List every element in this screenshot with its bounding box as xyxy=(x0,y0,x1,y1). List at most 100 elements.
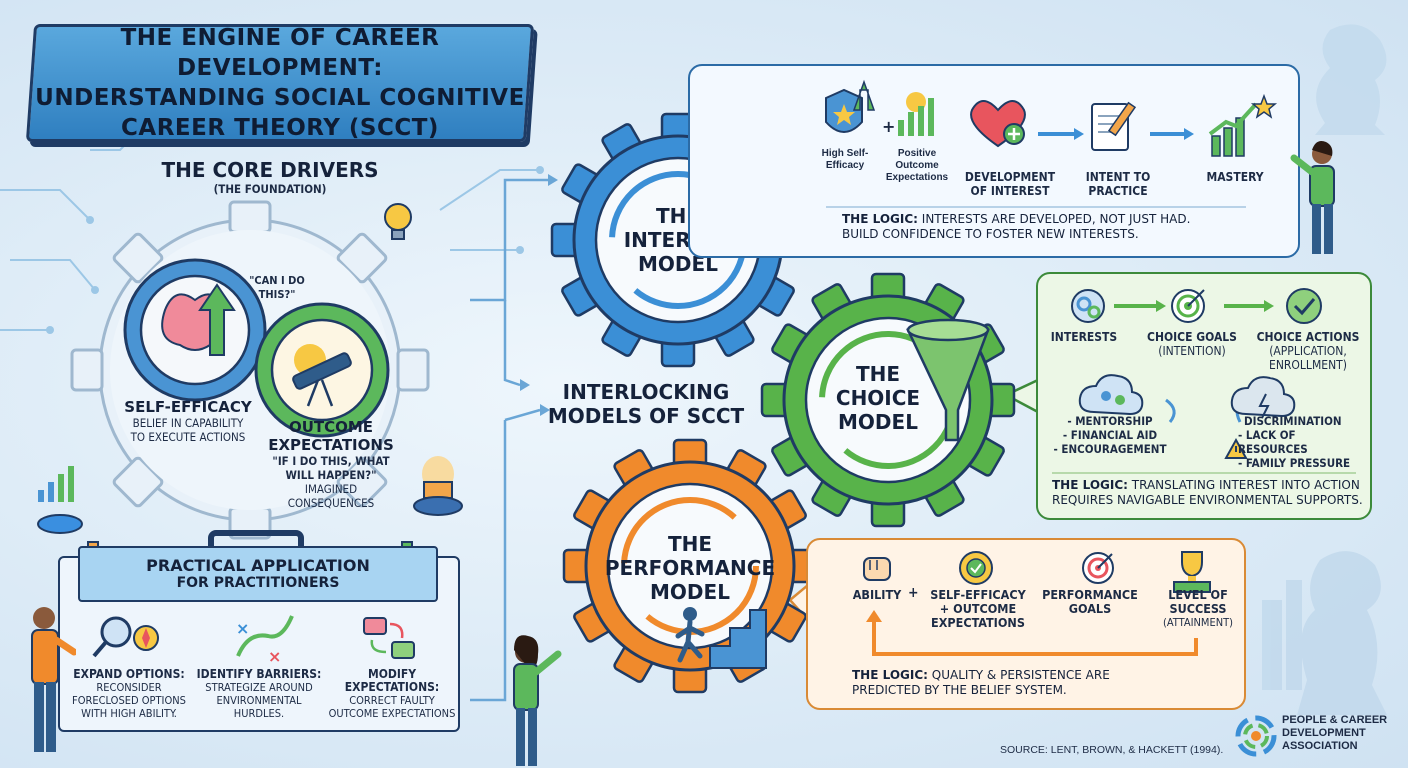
outcome-expectations-block: OUTCOME EXPECTATIONS "IF I DO THIS, WHAT… xyxy=(256,418,406,510)
practical-item-line: WITH HIGH ABILITY. xyxy=(81,707,177,720)
practical-item-line: FORECLOSED OPTIONS xyxy=(72,694,186,707)
label-line: PERFORMANCE xyxy=(1042,587,1138,602)
practical-subtitle: FOR PRACTITIONERS xyxy=(176,575,340,591)
interests-label: INTERESTS xyxy=(1050,330,1118,344)
page-title: THE ENGINE OF CAREER DEVELOPMENT: UNDERS… xyxy=(33,23,527,143)
heart-plus-icon xyxy=(970,100,1026,148)
performance-flow-icons xyxy=(863,551,1211,656)
curved-arrow-icon xyxy=(1165,398,1176,423)
fist-icon xyxy=(863,557,891,581)
level-of-success-label: LEVEL OF SUCCESS (ATTAINMENT) xyxy=(1148,588,1248,630)
practical-item-title: EXPAND OPTIONS: xyxy=(73,667,185,681)
practical-item-line: ENVIRONMENTAL xyxy=(216,694,302,707)
feedback-loop-arrow xyxy=(872,620,1198,656)
self-efficacy-desc: TO EXECUTE ACTIONS xyxy=(130,430,246,444)
outcome-expectations-gear-icon xyxy=(254,302,390,438)
toolbox-handle xyxy=(208,530,304,554)
center-label-line: MODELS OF SCCT xyxy=(547,404,745,428)
barriers-list: DISCRIMINATION - LACK OF RESOURCES - FAM… xyxy=(1238,414,1368,470)
practical-item-modify: MODIFY EXPECTATIONS: CORRECT FAULTY OUTC… xyxy=(326,668,458,721)
label-line: (ATTAINMENT) xyxy=(1163,616,1233,629)
target-icon xyxy=(1171,289,1205,323)
interest-logic: THE LOGIC: INTERESTS ARE DEVELOPED, NOT … xyxy=(842,212,1262,242)
interest-model-panel xyxy=(688,64,1300,258)
self-efficacy-block: SELF-EFFICACY BELIEF IN CAPABILITY TO EX… xyxy=(108,398,268,444)
core-drivers-gear xyxy=(70,200,430,540)
label-line: (APPLICATION, xyxy=(1269,344,1347,358)
performance-gear-label: THE PERFORMANCE MODEL xyxy=(600,532,780,604)
self-efficacy-label: SELF-EFFICACY xyxy=(124,398,252,416)
choice-goals-label: CHOICE GOALS (INTENTION) xyxy=(1136,330,1248,358)
logic-label: THE LOGIC: xyxy=(842,212,918,226)
mentorship-cloud-icon xyxy=(1078,374,1144,416)
choice-flow-icons xyxy=(1071,288,1322,459)
practitioner-figure-center xyxy=(513,635,562,766)
practical-item-line: OUTCOME EXPECTATIONS xyxy=(328,707,456,720)
practical-item-expand: EXPAND OPTIONS: RECONSIDER FORECLOSED OP… xyxy=(66,667,192,721)
barrier-item: - FAMILY PRESSURE xyxy=(1238,456,1351,470)
arrow-icon xyxy=(1224,300,1274,312)
label-line: LEVEL OF xyxy=(1168,587,1228,602)
logic-label: THE LOGIC: xyxy=(1052,478,1128,492)
high-self-efficacy-label: High Self-Efficacy xyxy=(821,148,869,171)
merlion-bottom-silhouette xyxy=(1262,551,1387,715)
bar-chart-pedestal-icon xyxy=(37,466,83,534)
path-barriers-icon: × × xyxy=(236,615,294,666)
self-efficacy-quote: "CAN I DO THIS?" xyxy=(249,274,305,301)
center-label: INTERLOCKING MODELS OF SCCT xyxy=(536,380,756,428)
ability-label: ABILITY xyxy=(852,587,902,602)
association-name: PEOPLE & CAREER DEVELOPMENT ASSOCIATION xyxy=(1282,714,1402,753)
feedback-arrowhead xyxy=(866,610,882,622)
circuit-lines xyxy=(0,129,540,331)
logic-text: TRANSLATING INTEREST INTO ACTION xyxy=(1131,478,1360,492)
choice-logic: THE LOGIC: TRANSLATING INTEREST INTO ACT… xyxy=(1052,478,1368,508)
label-line: CHOICE ACTIONS xyxy=(1256,330,1360,344)
circuit-nodes xyxy=(46,126,544,334)
supports-list: - MENTORSHIP - FINANCIAL AID - ENCOURAGE… xyxy=(1050,414,1170,456)
shield-star-icon xyxy=(825,79,876,133)
logic-text: PREDICTED BY THE BELIEF SYSTEM. xyxy=(852,683,1067,697)
arrow-icon xyxy=(1150,128,1194,140)
barrier-item: - LACK OF RESOURCES xyxy=(1238,428,1308,456)
support-item: - ENCOURAGEMENT xyxy=(1053,442,1167,456)
core-drivers-subtitle: (THE FOUNDATION) xyxy=(213,182,327,196)
gears-icon xyxy=(1071,289,1105,323)
practical-title: PRACTICAL APPLICATION xyxy=(146,556,370,575)
trophy-icon xyxy=(1173,551,1211,593)
performance-model-gear xyxy=(562,438,818,694)
label-line: PRACTICE xyxy=(1088,184,1148,198)
title-line: UNDERSTANDING SOCIAL COGNITIVE xyxy=(35,85,525,111)
plus-sign: + xyxy=(908,585,919,601)
document-pencil-icon xyxy=(1091,101,1137,151)
svg-text:×: × xyxy=(268,647,281,666)
logic-text: REQUIRES NAVIGABLE ENVIRONMENTAL SUPPORT… xyxy=(1052,493,1363,507)
center-label-line: INTERLOCKING xyxy=(562,380,730,404)
gear-label-line: THE xyxy=(855,362,901,386)
svg-text:×: × xyxy=(236,619,249,638)
magnifier-compass-icon xyxy=(92,616,159,658)
outcome-desc: IMAGINED xyxy=(304,482,358,496)
self-efficacy-outcome-label: SELF-EFFICACY + OUTCOME EXPECTATIONS xyxy=(918,588,1038,630)
practical-item-title: IDENTIFY BARRIERS: xyxy=(196,667,322,681)
core-drivers-heading: THE CORE DRIVERS (THE FOUNDATION) xyxy=(140,158,400,196)
label-line: SELF-EFFICACY xyxy=(930,587,1026,602)
outcome-label: EXPECTATIONS xyxy=(268,436,394,454)
practical-item-line: HURDLES. xyxy=(233,707,285,720)
gear-label-line: THE xyxy=(667,532,713,556)
support-item: - FINANCIAL AID xyxy=(1062,428,1158,442)
core-drivers-title: THE CORE DRIVERS xyxy=(161,158,379,182)
practical-item-line: EXPECTATIONS: xyxy=(344,680,440,694)
practical-item-barriers: IDENTIFY BARRIERS: STRATEGIZE AROUND ENV… xyxy=(196,667,322,721)
support-item: - MENTORSHIP xyxy=(1067,414,1153,428)
connector-arrowheads xyxy=(520,174,558,416)
glowing-pedestal-icon xyxy=(413,456,463,516)
gear-label-line: MODEL xyxy=(838,410,918,434)
practical-item-line: CORRECT FAULTY xyxy=(349,694,435,707)
intent-to-practice-label: INTENT TO PRACTICE xyxy=(1068,170,1168,198)
outcome-label: OUTCOME xyxy=(288,418,374,436)
label-line: + OUTCOME xyxy=(939,601,1017,616)
sunrise-chart-icon xyxy=(898,92,934,136)
lightbulb-icon xyxy=(384,203,412,240)
org-name-line: ASSOCIATION xyxy=(1282,740,1358,752)
outcome-desc: CONSEQUENCES xyxy=(287,496,375,510)
